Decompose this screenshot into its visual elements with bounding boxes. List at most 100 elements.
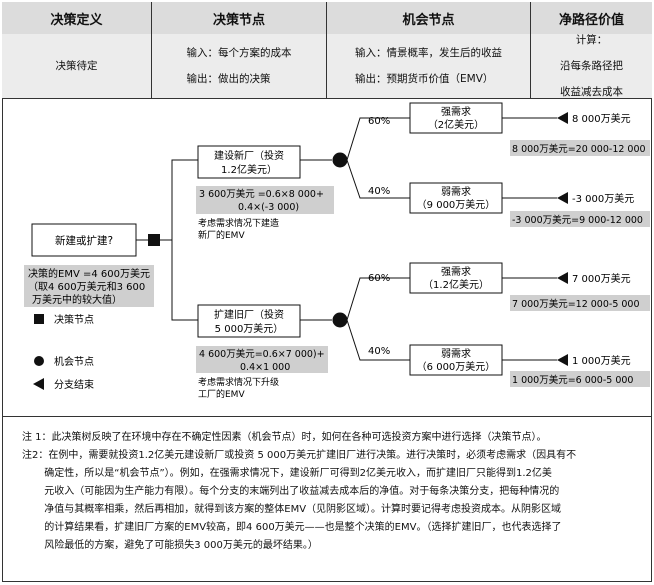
chance-node-output: 输出：预期货币价值（EMV） (355, 72, 494, 85)
outcome-calc-shaded (510, 211, 650, 227)
option1-emv-line2: 0.4×(-3 000) (238, 202, 299, 213)
note-2-line1: 注2：在例中，需要就投资1.2亿美元建设新厂或投资 5 000万美元扩建旧厂进行… (22, 450, 577, 461)
option1-note-line1: 考虑需求情况下建造 (198, 217, 279, 229)
note-2-line3: 元收入（可能因为生产能力有限）。每个分支的末端列出了收益减去成本后的净值。对于每… (22, 486, 560, 497)
outcome-revenue-label: （1.2亿美元） (423, 278, 489, 291)
note-1: 注 1：此决策树反映了在环境中存在不确定性因素（机会节点）时，如何在各种可选投资… (22, 432, 547, 443)
outcome-calc: 1 000万美元=6 000-5 000 (512, 374, 633, 386)
legend-end-label: 分支结束 (54, 378, 94, 391)
outcome-probability: 60% (368, 116, 390, 127)
subheader-decision-node: 输入：每个方案的成本 输出：做出的决策 (152, 34, 327, 98)
chance-node-expand-plant (332, 312, 348, 328)
net-path-calc-line2: 沿每条路径把 (560, 59, 623, 72)
legend-decision-label: 决策节点 (54, 313, 94, 326)
root-emv-line2: （取4 600万美元和3 600 (28, 280, 145, 293)
note-2-line5: 的计算结果看，扩建旧厂方案的EMV较高，即4 600万美元——也是整个决策的EM… (22, 522, 562, 533)
header-net-path-value-label: 净路径价值 (558, 12, 624, 28)
option-expand-plant-box (197, 304, 301, 338)
legend-decision-square-icon (34, 314, 44, 324)
note-2-line4: 净值与其概率相乘，然后再相加，就得到该方案的整体EMV（见阴影区域）。计算时要记… (22, 504, 562, 515)
option-new-plant-box (197, 145, 301, 179)
option2-emv-line2: 0.4×1 000 (240, 362, 290, 373)
outcome-revenue-label: （2亿美元） (428, 118, 484, 131)
note-2-line6: 风险最低的方案，避免了可能损失3 000万美元的最坏结果。） (22, 540, 318, 551)
root-emv-shaded (24, 265, 154, 307)
option-new-plant-line2: 1.2亿美元） (221, 163, 277, 176)
outcome-calc-shaded (510, 140, 650, 156)
outcome-branch: 40% 弱需求 （6 000万美元） 1 000万美元 1 000万美元=6 0… (368, 344, 650, 387)
root-decision-box (31, 223, 137, 257)
net-path-calc-line3: 收益减去成本 (560, 85, 623, 98)
outcome-probability: 40% (368, 346, 390, 357)
decision-tree-area: 新建或扩建? 决策的EMV =4 600万美元 （取4 600万美元和3 600… (2, 98, 652, 417)
option1-emv-line1: 3 600万美元 =0.6×8 000+ (199, 188, 324, 200)
header-decision-definition: 决策定义 (2, 2, 152, 34)
subheader-decision-definition: 决策待定 (2, 34, 152, 98)
header-decision-node-label: 决策节点 (212, 12, 265, 28)
branch-end-triangle (557, 272, 568, 284)
notes-section: 注 1：此决策树反映了在环境中存在不确定性因素（机会节点）时，如何在各种可选投资… (22, 430, 642, 556)
decision-node-output: 输出：做出的决策 (186, 72, 271, 85)
header-decision-node: 决策节点 (152, 2, 327, 34)
outcome-probability: 40% (368, 186, 390, 197)
subheader-decision-pending: 决策待定 (55, 59, 98, 72)
subheader-net-path-value: 计算： 沿每条路径把 收益减去成本 (531, 34, 652, 98)
outcome-calc-shaded (510, 371, 650, 387)
header-net-path-value: 净路径价值 (531, 2, 652, 34)
decision-node-input: 输入：每个方案的成本 (186, 46, 292, 59)
legend-chance-circle-icon (34, 356, 44, 366)
subheader-chance-node: 输入：情景概率，发生后的收益 输出：预期货币价值（EMV） (327, 34, 531, 98)
outcome-calc: -3 000万美元=9 000-12 000 (512, 214, 643, 226)
header-row: 决策定义 决策节点 机会节点 净路径价值 (2, 2, 652, 35)
legend: 决策节点 机会节点 分支结束 (33, 313, 94, 391)
chance-node-input: 输入：情景概率，发生后的收益 (355, 46, 502, 59)
outcome-branch: 60% 强需求 （2亿美元） 8 000万美元 8 000万美元=20 000-… (368, 102, 650, 156)
decision-tree: 新建或扩建? 决策的EMV =4 600万美元 （取4 600万美元和3 600… (24, 102, 650, 400)
option-expand-plant-line1: 扩建旧厂（投资 (214, 308, 284, 321)
outcome-demand-label: 强需求 (441, 266, 471, 278)
option2-emv-shaded (196, 346, 328, 373)
legend-chance-label: 机会节点 (54, 355, 94, 368)
net-path-calc-label: 计算： (575, 33, 608, 46)
outcome-probability: 60% (368, 273, 390, 284)
outcome-calc: 7 000万美元=12 000-5 000 (512, 298, 640, 310)
outcome-demand-label: 弱需求 (441, 348, 471, 360)
option2-note-line1: 考虑需求情况下升级 (198, 376, 279, 388)
header-decision-definition-label: 决策定义 (50, 12, 103, 28)
outcome-box (409, 102, 503, 134)
branch-end-triangle (557, 192, 568, 204)
tree-connectors (136, 117, 557, 361)
outcome-calc: 8 000万美元=20 000-12 000 (512, 143, 646, 155)
option2-emv-line1: 4 600万美元=0.6×7 000)+ (199, 348, 325, 360)
outcome-net-value: 8 000万美元 (572, 112, 631, 125)
root-decision-label: 新建或扩建? (55, 234, 113, 247)
outcome-net-value: -3 000万美元 (572, 192, 634, 205)
chance-node-new-plant (332, 152, 348, 168)
option-expand-plant-line2: 5 000万美元） (215, 322, 284, 335)
option2-note-line2: 工厂的EMV (198, 388, 245, 400)
root-emv-line3: 万美元中的较大值） (32, 293, 122, 306)
header-chance-node: 机会节点 (327, 2, 531, 34)
decision-node-square (148, 234, 160, 246)
outcome-box (409, 344, 503, 376)
outcome-demand-label: 弱需求 (441, 186, 471, 198)
option1-emv-shaded (196, 186, 334, 214)
legend-end-triangle-icon (33, 378, 44, 390)
header-chance-node-label: 机会节点 (402, 12, 455, 28)
branch-end-triangle (557, 354, 568, 366)
branch-end-triangle (557, 112, 568, 124)
outcome-calc-shaded (510, 295, 650, 311)
outcome-net-value: 7 000万美元 (572, 272, 631, 285)
root-emv-line1: 决策的EMV =4 600万美元 (28, 267, 150, 280)
outcome-box (409, 262, 503, 294)
outcome-net-value: 1 000万美元 (572, 354, 631, 367)
note-2-line2: 确定性，所以是“机会节点”）。例如，在强需求情况下，建设新厂可得到2亿美元收入，… (22, 468, 552, 479)
outcome-revenue-label: （9 000万美元） (417, 198, 496, 211)
outcome-branch: 40% 弱需求 （9 000万美元） -3 000万美元 -3 000万美元=9… (368, 182, 650, 227)
outcome-box (409, 182, 503, 214)
outcome-revenue-label: （6 000万美元） (417, 360, 496, 373)
option1-note-line2: 新厂的EMV (198, 229, 245, 241)
subheader-row: 决策待定 输入：每个方案的成本 输出：做出的决策 输入：情景概率，发生后的收益 … (2, 34, 652, 99)
outcome-branch: 60% 强需求 （1.2亿美元） 7 000万美元 7 000万美元=12 00… (368, 262, 650, 311)
option-new-plant-line1: 建设新厂（投资 (214, 149, 284, 162)
